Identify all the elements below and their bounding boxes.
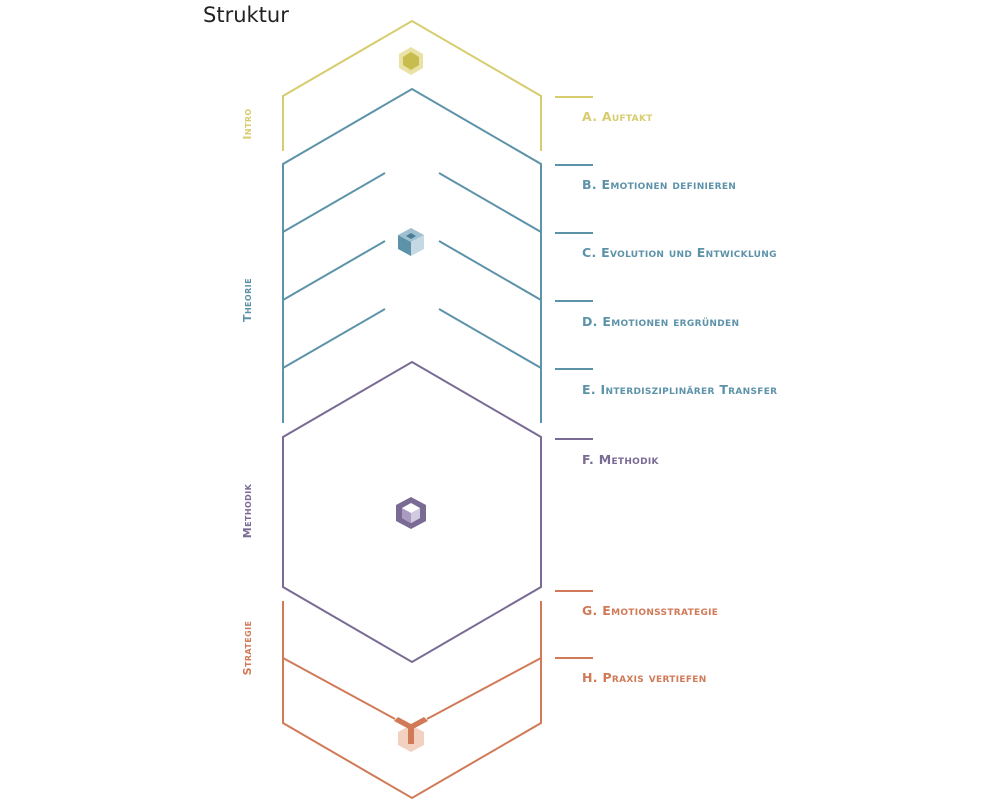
theorie-chevron-3-left xyxy=(282,240,386,301)
strategie-bottom-chevron xyxy=(282,658,542,800)
intro-chevron xyxy=(282,19,542,151)
cube-outline-icon xyxy=(396,497,426,529)
section-label-theorie: Theorie xyxy=(241,278,254,322)
hexagon-icon-core xyxy=(403,52,419,70)
theorie-chevron-3-right xyxy=(438,240,542,301)
cube-icon xyxy=(398,228,424,256)
item-label-f: F. Methodik xyxy=(582,452,660,467)
theorie-chevron-2-left xyxy=(282,172,386,233)
theorie-chevron-2-right xyxy=(438,172,542,233)
theorie-chevron-1 xyxy=(282,87,542,423)
theorie-group xyxy=(282,87,593,423)
item-label-g: G. Emotionsstrategie xyxy=(582,603,718,618)
item-label-e: E. Interdisziplinärer Transfer xyxy=(582,382,777,397)
item-label-a: A. Auftakt xyxy=(582,109,653,124)
section-label-methodik: Methodik xyxy=(241,483,254,538)
cube-corner-icon xyxy=(394,717,428,752)
section-label-strategie: Strategie xyxy=(241,621,254,676)
strategie-chevron-left xyxy=(282,657,396,720)
item-label-c: C. Evolution und Entwicklung xyxy=(582,245,777,260)
strategie-chevron-right xyxy=(426,657,542,720)
item-label-d: D. Emotionen ergründen xyxy=(582,314,739,329)
page-title: Struktur xyxy=(203,3,289,27)
intro-group xyxy=(282,19,593,151)
section-label-intro: Intro xyxy=(241,108,254,139)
strategie-group xyxy=(282,590,593,800)
item-label-h: H. Praxis vertiefen xyxy=(582,670,707,685)
methodik-group xyxy=(282,360,593,664)
methodik-hexagon xyxy=(282,360,542,664)
item-label-b: B. Emotionen definieren xyxy=(582,177,736,192)
theorie-chevron-4-left xyxy=(282,308,386,369)
theorie-chevron-4-right xyxy=(438,308,542,369)
